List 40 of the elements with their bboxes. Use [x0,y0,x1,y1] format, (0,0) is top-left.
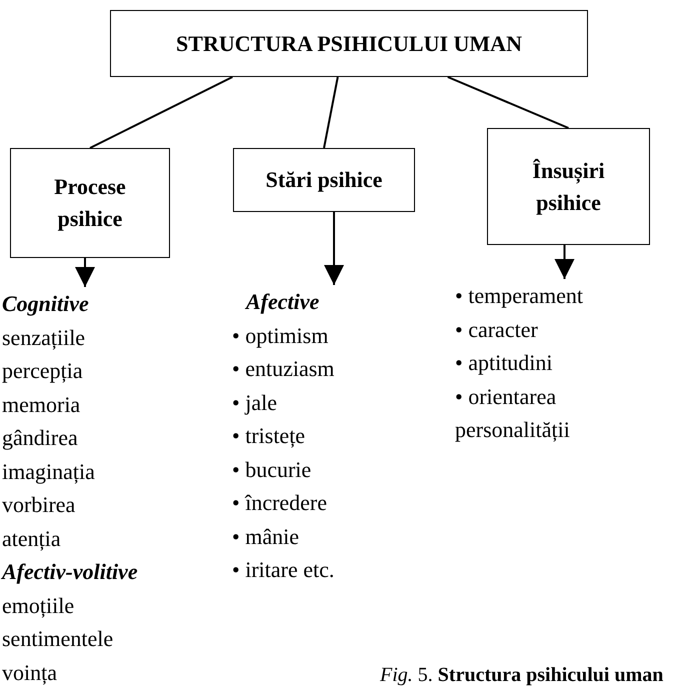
list-item: memoria [2,390,82,418]
connector-line [90,76,233,149]
list-item: • optimism [232,322,330,350]
connector-line [323,76,339,148]
arrow [75,258,95,287]
list-item: • tristețe [232,422,306,450]
box-label: Procese psihice [53,173,127,233]
list-item: • temperament [455,282,584,310]
category-box [233,148,415,212]
list-item: • încredere [232,489,328,517]
list-item: voința [2,658,58,687]
category-box [10,148,170,258]
list-item: percepția [2,357,84,385]
list-item: gândirea [2,424,79,452]
box-label: STRUCTURA PSIHICULUI UMAN [176,30,522,58]
connector-line [447,76,569,129]
list-item: sentimentele [2,625,114,653]
list-item: • iritare etc. [232,556,336,584]
list-heading: Afectiv-volitive [2,558,139,586]
arrow [324,212,344,285]
list-item: • mânie [232,522,300,550]
list-heading: Cognitive [2,290,90,318]
list-item: emoțiile [2,592,76,620]
box-label: Stări psihice [266,166,382,194]
list-item: • aptitudini [455,349,554,377]
figure-caption: Fig. 5. Structura psihicului uman [380,664,664,687]
list-item: • orientarea personalității [455,382,571,444]
list-item: • caracter [455,316,539,344]
list-heading: Afective [244,288,320,316]
list-item: vorbirea [2,491,76,519]
arrow [554,245,574,279]
category-box [487,128,650,245]
box-label: Însușiri psihice [531,156,606,217]
category-box [110,10,588,77]
list-item: senzațiile [2,324,86,352]
list-item: imaginația [2,458,96,486]
list-item: atenția [2,524,62,553]
list-item: • jale [232,388,278,417]
list-item: • entuziasm [232,355,336,383]
list-item: • bucurie [232,456,312,484]
